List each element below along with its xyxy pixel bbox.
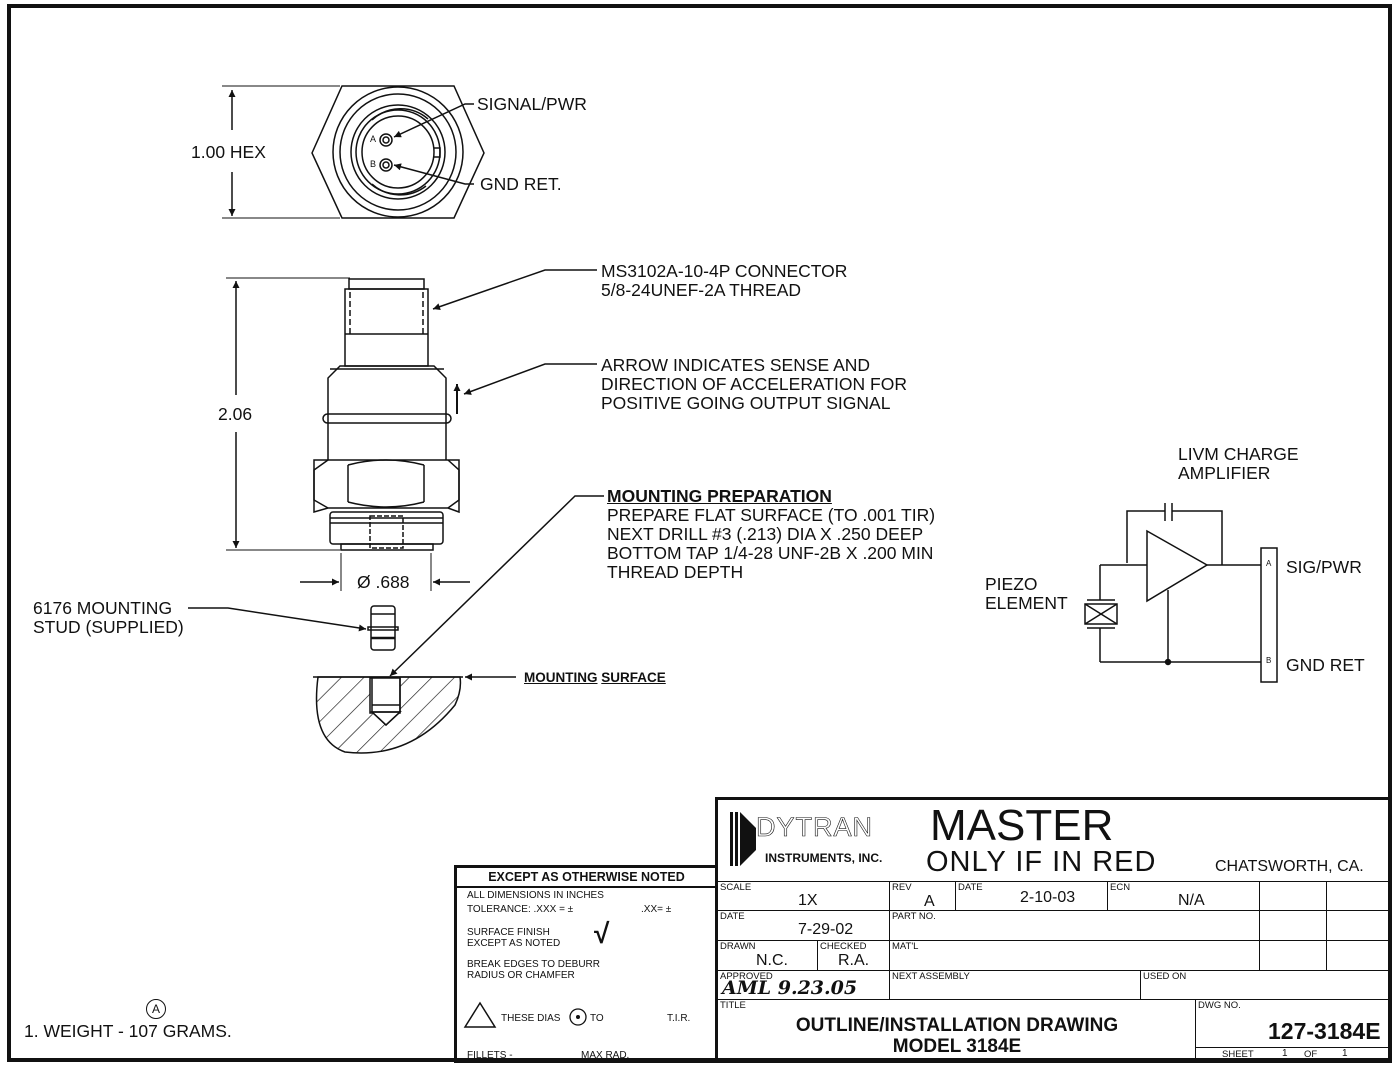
height-dimension: 2.06 (218, 404, 253, 424)
next-assembly-cell: NEXT ASSEMBLY (890, 971, 1141, 1000)
scale-cell: SCALE 1X (718, 881, 890, 911)
connector-callout: MS3102A-10-4P CONNECTOR 5/8-24UNEF-2A TH… (601, 261, 848, 300)
rev-date-cell: DATE 2-10-03 (956, 881, 1108, 911)
to-label: TO (590, 1013, 604, 1024)
drawn-cell: DRAWN N.C. (718, 941, 818, 971)
charge-amplifier-schematic (1084, 503, 1278, 683)
rev-extra-cell-2 (1327, 881, 1389, 911)
sheet-cell: SHEET 1 OF 1 (1222, 1048, 1348, 1060)
terminal-b-label: B (1266, 656, 1272, 665)
ecn-value: N/A (1178, 892, 1205, 909)
these-dias-label: THESE DIAS (501, 1013, 561, 1024)
amplifier-triangle (1146, 529, 1209, 603)
rev-value: A (924, 893, 935, 910)
mounting-stud-callout: 6176 MOUNTING STUD (SUPPLIED) (33, 598, 184, 637)
master-stamp-note: ONLY IF IN RED (926, 846, 1157, 878)
drawing-title: OUTLINE/INSTALLATION DRAWING MODEL 3184E (795, 1015, 1119, 1057)
part-extra-cell-2 (1327, 911, 1389, 941)
pin-a-label: A (370, 134, 377, 144)
tolerance-header: EXCEPT AS OTHERWISE NOTED (457, 868, 716, 888)
dwg-no-cell: DWG NO. 127-3184E (1196, 1000, 1389, 1048)
revision-marker: A (146, 999, 166, 1019)
end-view (222, 85, 485, 219)
checked-value: R.A. (838, 952, 870, 969)
dimensions-note: ALL DIMENSIONS IN INCHES (467, 890, 604, 901)
dwg-no-value: 127-3184E (1268, 1018, 1381, 1044)
break-edges-note: BREAK EDGES TO DEBURR RADIUS OR CHAMFER (467, 959, 600, 981)
rev-cell: REV A (890, 881, 956, 911)
terminal-a-label: A (1266, 559, 1272, 568)
terminal-strip (1260, 547, 1278, 683)
part-no-cell: PART NO. (890, 911, 1260, 941)
hex-outline (311, 85, 485, 219)
used-on-cell: USED ON (1141, 971, 1389, 1000)
surface-finish-symbol: √ (594, 918, 610, 949)
part-extra-cell-1 (1260, 911, 1327, 941)
company-location: CHATSWORTH, CA. (1215, 858, 1364, 875)
gnd-ret-callout: GND RET. (480, 174, 562, 194)
pin-b (379, 158, 393, 172)
rev-extra-cell-1 (1260, 881, 1327, 911)
max-rad-label: MAX RAD. (581, 1050, 630, 1061)
tolerance-xxx: TOLERANCE: .XXX = ± (467, 904, 574, 915)
fillets-label: FILLETS - (467, 1050, 513, 1061)
master-stamp: MASTER (930, 801, 1114, 850)
company-subtitle: INSTRUMENTS, INC. (765, 851, 883, 865)
sheet-total: 1 (1342, 1048, 1348, 1059)
ecn-cell: ECN N/A (1108, 881, 1260, 911)
datum-triangle-icon (463, 1001, 497, 1028)
title-cell: TITLE OUTLINE/INSTALLATION DRAWING MODEL… (718, 1000, 1196, 1060)
matl-extra-cell-1 (1260, 941, 1327, 971)
approved-cell: APPROVED AML 9.23.05 (718, 971, 890, 1000)
scale-value: 1X (798, 892, 818, 909)
tolerance-xx: .XX= ± (641, 904, 672, 915)
surface-finish-note: SURFACE FINISH EXCEPT AS NOTED (467, 927, 561, 949)
side-view (188, 269, 604, 754)
date-value: 7-29-02 (798, 921, 854, 938)
approved-signature: AML 9.23.05 (722, 977, 858, 999)
piezo-element-label: PIEZO ELEMENT (985, 574, 1068, 613)
arrow-sense-callout: ARROW INDICATES SENSE AND DIRECTION OF A… (601, 355, 907, 413)
diameter-dimension: Ø .688 (357, 572, 410, 592)
mounting-preparation-note: MOUNTING PREPARATION PREPARE FLAT SURFAC… (607, 486, 936, 582)
sheet-number: 1 (1282, 1048, 1288, 1059)
piezo-element (1084, 603, 1118, 625)
signal-pwr-callout: SIGNAL/PWR (477, 94, 587, 114)
material-cell: MAT'L (890, 941, 1260, 971)
dytran-logo-icon (730, 812, 756, 866)
schematic-title: LIVM CHARGE AMPLIFIER (1178, 444, 1299, 483)
pin-b-label: B (370, 159, 377, 169)
hex-dimension: 1.00 HEX (191, 142, 266, 162)
tir-label: T.I.R. (667, 1013, 691, 1024)
mounting-surface-callout: MOUNTING SURFACE (524, 670, 666, 685)
matl-extra-cell-2 (1327, 941, 1389, 971)
rev-date-value: 2-10-03 (1020, 889, 1076, 906)
gnd-ret-label: GND RET (1286, 655, 1365, 675)
company-logo: DYTRAN (756, 812, 874, 842)
sig-pwr-label: SIG/PWR (1286, 557, 1362, 577)
concentricity-icon (569, 1008, 587, 1026)
tolerance-block: EXCEPT AS OTHERWISE NOTED ALL DIMENSIONS… (454, 865, 716, 1063)
pin-a (379, 133, 393, 147)
date-cell: DATE 7-29-02 (718, 911, 890, 941)
mounting-preparation-title: MOUNTING PREPARATION (607, 486, 832, 506)
title-block: DYTRAN INSTRUMENTS, INC. MASTER ONLY IF … (715, 797, 1392, 1063)
drawn-value: N.C. (756, 952, 788, 969)
checked-cell: CHECKED R.A. (818, 941, 890, 971)
weight-note: 1. WEIGHT - 107 GRAMS. (24, 1021, 232, 1041)
